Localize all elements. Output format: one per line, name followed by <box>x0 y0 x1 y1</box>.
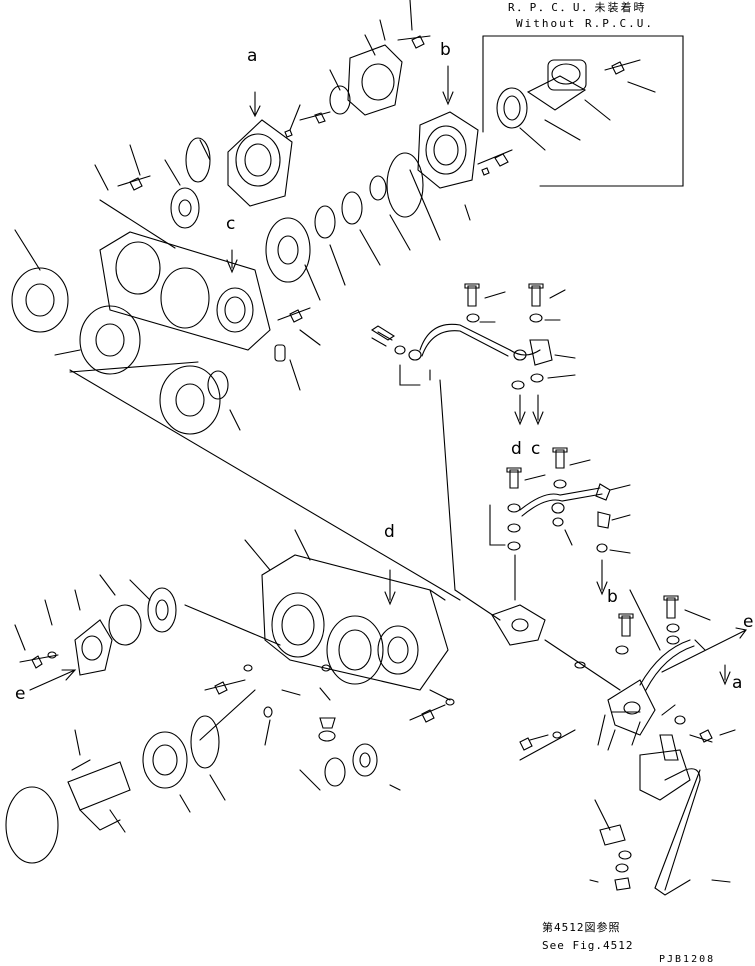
cover-b <box>386 65 513 218</box>
see-fig-note-english: See Fig.4512 <box>542 939 634 952</box>
lower-shaft-parts <box>5 715 226 864</box>
lower-right-linkage <box>454 589 747 896</box>
rpcu-note-japanese: R．P．C．U．未装着時 <box>508 1 647 14</box>
callout-a-top: a <box>247 46 258 66</box>
callout-b-right: b <box>607 587 618 607</box>
rpcu-inset-box <box>482 35 684 187</box>
upper-leader-lines <box>14 34 471 601</box>
callout-a-right: a <box>732 673 743 693</box>
callout-c-top: c <box>226 214 236 234</box>
upper-cover-a <box>185 0 431 207</box>
callout-e-right: e <box>743 612 754 632</box>
callout-c-right: c <box>531 439 541 459</box>
drawing-code: PJB1208 <box>659 954 716 965</box>
callout-d-right: d <box>511 439 522 459</box>
rpcu-note-english: Without R.P.C.U. <box>516 17 654 30</box>
middle-pipe-assembly <box>489 447 631 601</box>
see-fig-note-japanese: 第4512図参照 <box>542 921 621 934</box>
lower-gear-case <box>14 529 455 791</box>
callout-e-left: e <box>15 684 26 704</box>
top-gear-case <box>11 175 387 435</box>
callout-b-top: b <box>440 40 451 60</box>
upper-pipe-assembly <box>370 283 576 591</box>
callout-d-mid: d <box>384 522 395 542</box>
